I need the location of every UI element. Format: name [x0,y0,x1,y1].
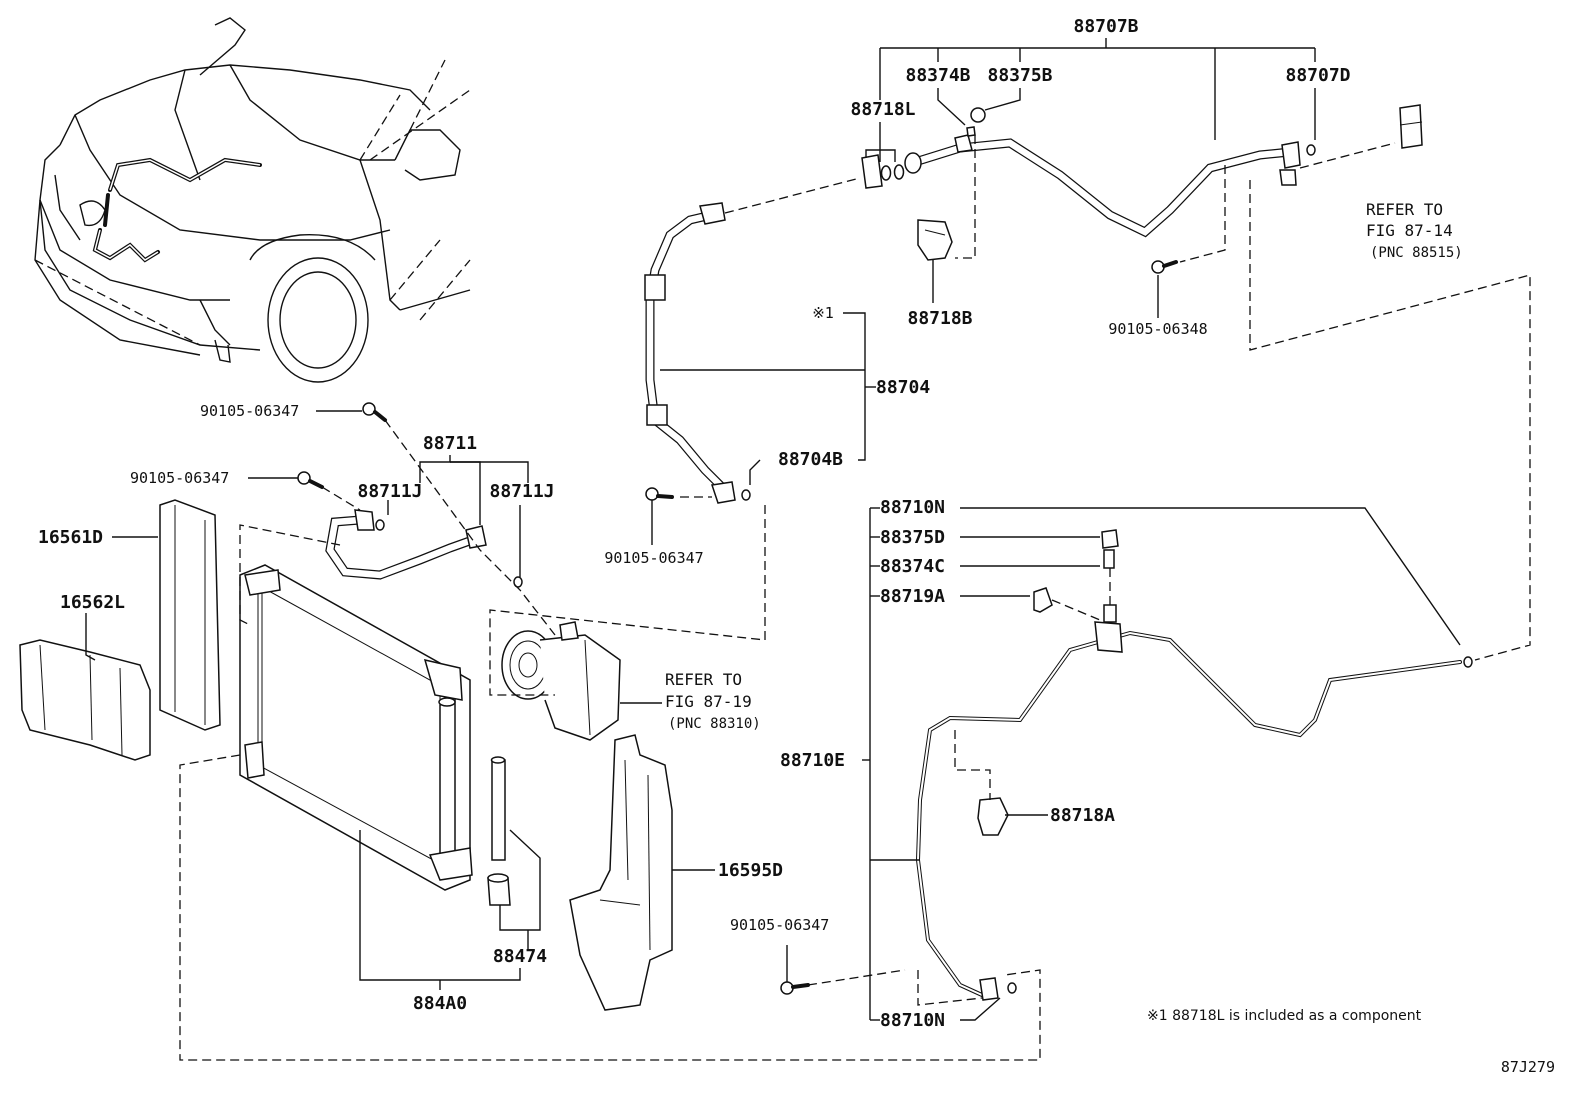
label-16562L: 16562L [60,592,125,613]
label-90105-06347-c: 90105-06347 [604,549,703,567]
discharge-hose-88711 [325,509,523,588]
part-labels: 88707B 88374B 88375B 88707D 88718L 88718… [38,16,1351,1031]
label-90105-06348: 90105-06348 [1108,320,1207,338]
bolt-90105-06348 [1151,260,1178,274]
label-88718B: 88718B [907,308,972,329]
label-88474: 88474 [493,946,547,967]
label-16595D: 16595D [718,860,783,881]
seal-16562L [19,639,151,761]
ref2-line1: REFER TO [665,670,742,689]
label-88718L: 88718L [850,99,915,120]
label-88710E: 88710E [780,750,845,771]
label-88710N-top: 88710N [880,497,945,518]
bolt-90105-06347-b [297,471,324,489]
diagram-code: 87J279 [1501,1058,1555,1076]
label-16561D: 16561D [38,527,103,548]
label-88719A: 88719A [880,586,945,607]
label-88375D: 88375D [880,527,945,548]
condenser-assembly [239,564,473,891]
footnote: ※1 88718L is included as a component [1147,1008,1422,1024]
label-90105-06347-d: 90105-06347 [730,916,829,934]
label-884A0: 884A0 [413,993,467,1014]
bolt-90105-06347-c [645,487,674,501]
label-88704: 88704 [876,377,930,398]
label-88374C: 88374C [880,556,945,577]
label-88374B: 88374B [905,65,970,86]
label-asterisk: ※1 [812,304,834,322]
bolt-90105-06347-d [780,981,810,995]
label-88710N-bottom: 88710N [880,1010,945,1031]
label-88375B: 88375B [987,65,1052,86]
label-90105-06347-b: 90105-06347 [130,469,229,487]
dashed-assembly-lines [179,135,1531,1061]
label-88711J-right: 88711J [489,481,554,502]
label-90105-06347-a: 90105-06347 [200,402,299,420]
seal-16561D [159,499,221,731]
clamp-88718A [977,797,1009,836]
seal-16595D [569,734,673,1011]
bolt-90105-06347-a [362,402,387,422]
compressor [501,621,621,741]
leader-lines [85,38,1461,1021]
reference-fig-87-19[interactable]: REFER TO FIG 87-19 (PNC 88310) [665,670,761,732]
clamp-88718B [917,219,953,261]
label-88711: 88711 [423,433,477,454]
ref2-line2: FIG 87-19 [665,692,752,711]
label-88704B: 88704B [778,449,843,470]
label-88707D: 88707D [1285,65,1350,86]
label-88707B: 88707B [1073,16,1138,37]
reference-fig-87-14[interactable]: REFER TO FIG 87-14 (PNC 88515) [1366,200,1463,261]
ref1-line1: REFER TO [1366,200,1443,219]
ref1-line2: FIG 87-14 [1366,221,1453,240]
label-88718A: 88718A [1050,805,1115,826]
label-88711J-left: 88711J [357,481,422,502]
receiver-dryer [487,756,511,906]
vehicle-locator-illustration [34,17,471,383]
liquid-pipe-88710E [915,529,1473,1001]
pipe-88707B [861,107,1316,238]
expansion-valve-fitting [1399,104,1423,149]
suction-hose-88704 [644,202,751,504]
ref1-line3: (PNC 88515) [1370,245,1463,261]
ref2-line3: (PNC 88310) [668,716,761,732]
